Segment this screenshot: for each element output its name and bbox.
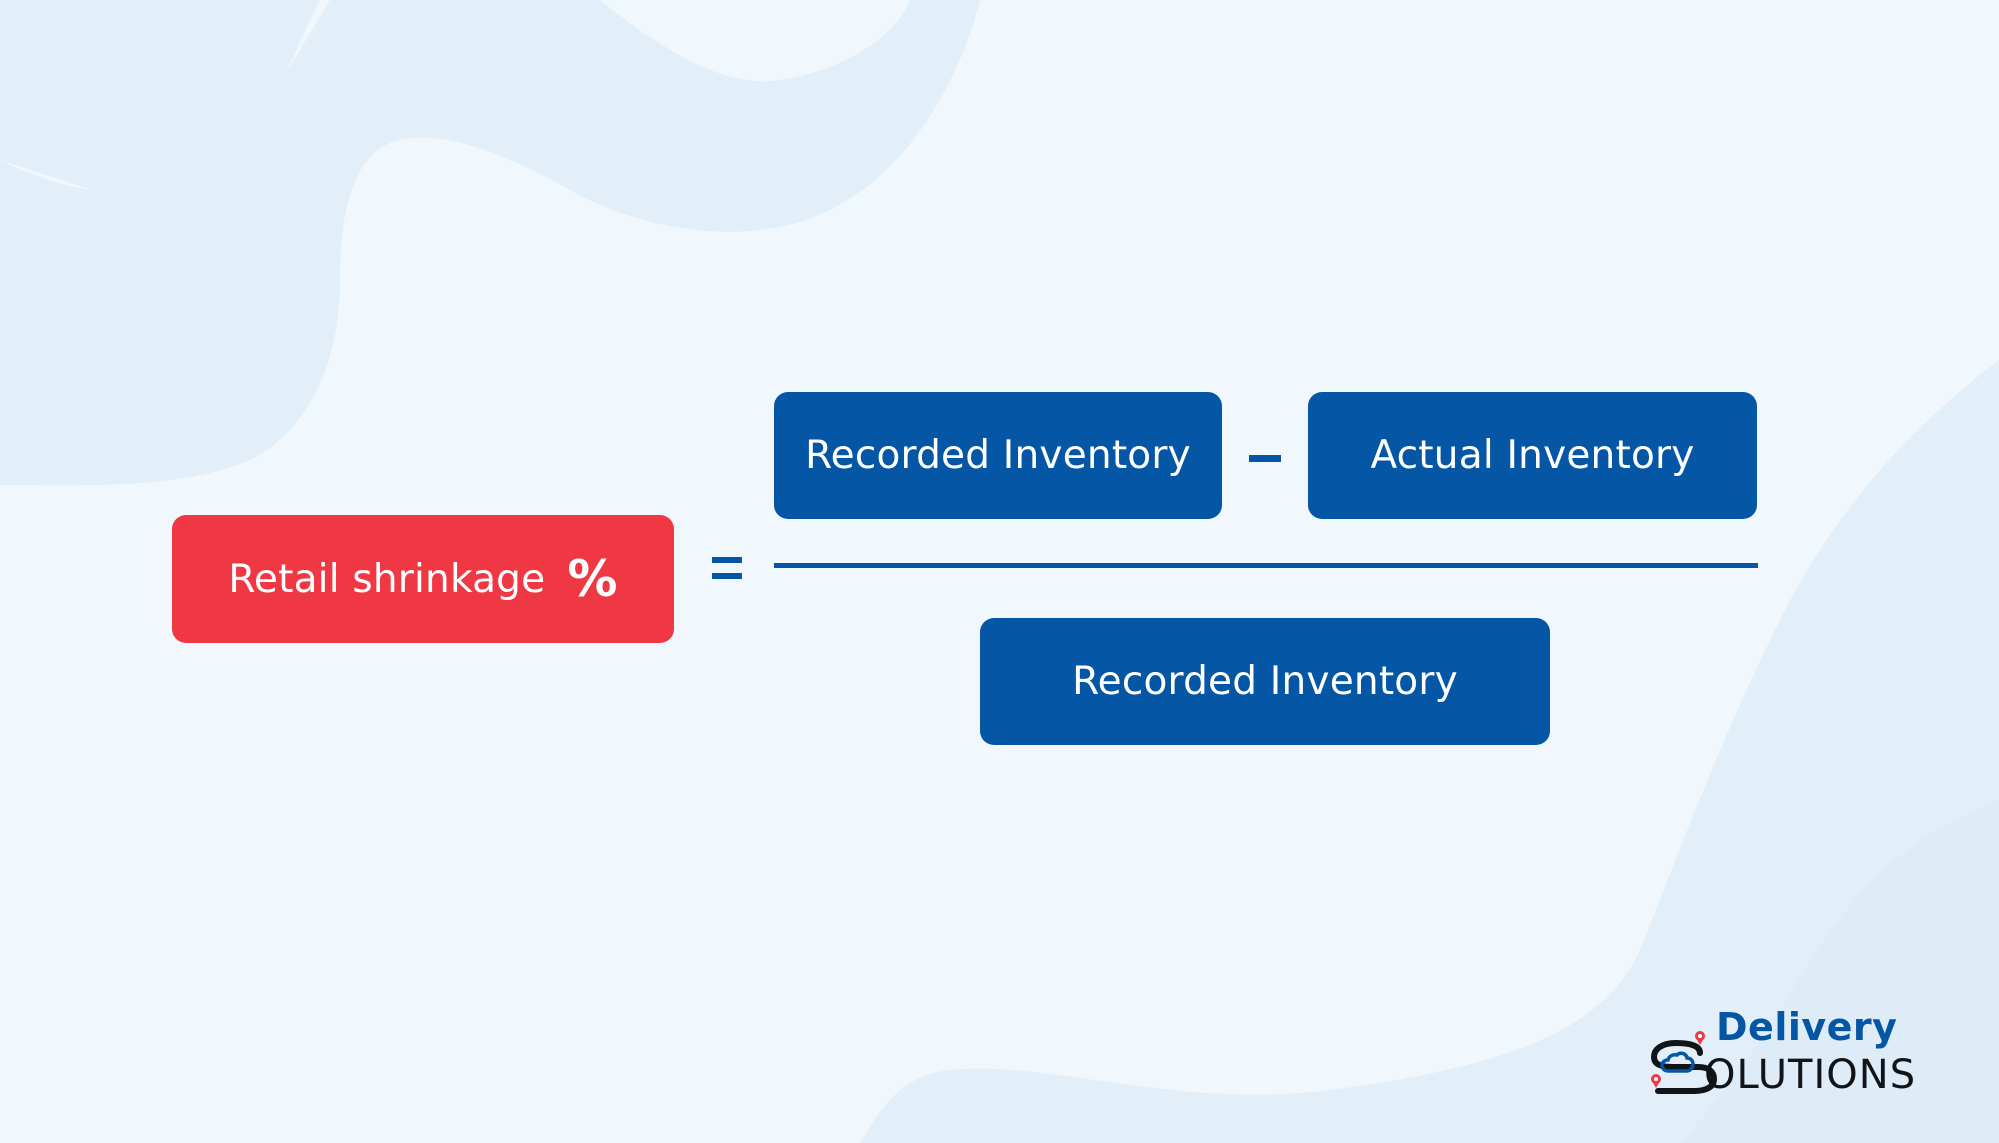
percent-symbol: % [567,550,618,608]
actual-inventory-box: Actual Inventory [1308,392,1757,519]
denominator-recorded-inventory-label: Recorded Inventory [1072,659,1458,704]
minus-sign [1249,455,1281,462]
bottom-right-blob [860,360,1999,1143]
numerator-recorded-inventory-label: Recorded Inventory [805,433,1191,478]
logo-delivery-text: Delivery [1716,1005,1898,1049]
delivery-solutions-logo: Delivery OLUTIONS [1640,1005,1940,1105]
logo-s-icon [1650,1031,1718,1094]
denominator-recorded-inventory-box: Recorded Inventory [980,618,1550,745]
fraction-line [774,563,1758,568]
retail-shrinkage-label: Retail shrinkage [228,556,546,602]
actual-inventory-label: Actual Inventory [1370,433,1695,478]
retail-shrinkage-box: Retail shrinkage % [172,515,674,643]
equals-bar-bottom [712,573,742,579]
logo-solutions-text: OLUTIONS [1704,1052,1917,1098]
bottom-right-inner [1680,800,1999,1143]
equals-bar-top [712,557,742,563]
numerator-recorded-inventory-box: Recorded Inventory [774,392,1222,519]
top-wave-blob [0,0,980,486]
